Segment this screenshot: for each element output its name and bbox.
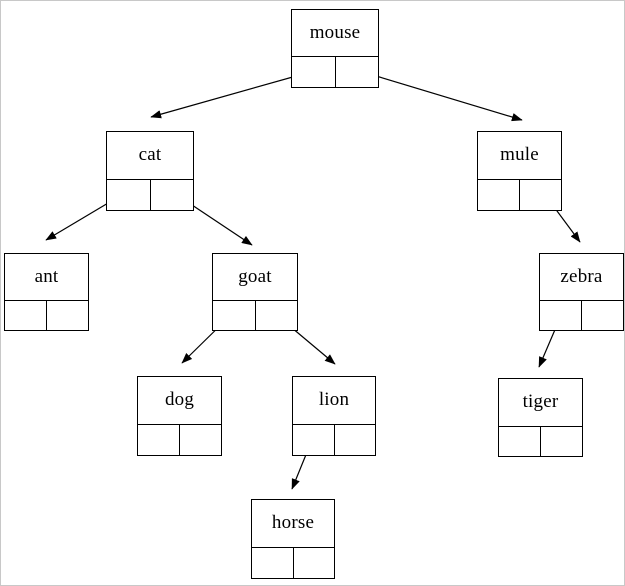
right-pointer-cell-cat[interactable] xyxy=(150,180,193,210)
left-pointer-cell-zebra[interactable] xyxy=(540,301,582,330)
node-pointers-cat xyxy=(107,180,193,210)
node-label-mule: mule xyxy=(478,132,561,180)
tree-node-zebra[interactable]: zebra xyxy=(539,253,624,331)
tree-node-cat[interactable]: cat xyxy=(106,131,194,211)
node-pointers-horse xyxy=(252,548,334,578)
node-label-zebra: zebra xyxy=(540,254,623,301)
right-pointer-cell-horse[interactable] xyxy=(293,548,334,578)
right-pointer-cell-tiger[interactable] xyxy=(541,427,582,456)
right-pointer-cell-mule[interactable] xyxy=(520,180,561,210)
node-pointers-mule xyxy=(478,180,561,210)
left-pointer-cell-ant[interactable] xyxy=(5,301,47,330)
node-pointers-tiger xyxy=(499,427,582,456)
right-pointer-cell-mouse[interactable] xyxy=(335,57,378,87)
left-pointer-cell-tiger[interactable] xyxy=(499,427,541,456)
tree-node-lion[interactable]: lion xyxy=(292,376,376,456)
node-pointers-dog xyxy=(138,425,221,455)
node-label-tiger: tiger xyxy=(499,379,582,427)
node-label-lion: lion xyxy=(293,377,375,425)
right-pointer-cell-lion[interactable] xyxy=(334,425,375,455)
left-pointer-cell-dog[interactable] xyxy=(138,425,180,455)
right-pointer-cell-zebra[interactable] xyxy=(582,301,623,330)
node-pointers-lion xyxy=(293,425,375,455)
left-pointer-cell-horse[interactable] xyxy=(252,548,294,578)
left-pointer-cell-lion[interactable] xyxy=(293,425,335,455)
node-label-dog: dog xyxy=(138,377,221,425)
tree-node-goat[interactable]: goat xyxy=(212,253,298,331)
right-pointer-cell-dog[interactable] xyxy=(180,425,221,455)
tree-edge-mouse-left-cat xyxy=(150,70,315,119)
tree-node-dog[interactable]: dog xyxy=(137,376,222,456)
right-pointer-cell-ant[interactable] xyxy=(47,301,88,330)
node-label-goat: goat xyxy=(213,254,297,301)
tree-node-mule[interactable]: mule xyxy=(477,131,562,211)
left-pointer-cell-cat[interactable] xyxy=(107,180,151,210)
tree-node-tiger[interactable]: tiger xyxy=(498,378,583,457)
tree-node-ant[interactable]: ant xyxy=(4,253,89,331)
tree-node-horse[interactable]: horse xyxy=(251,499,335,579)
node-pointers-zebra xyxy=(540,301,623,330)
right-pointer-cell-goat[interactable] xyxy=(255,301,297,330)
node-pointers-ant xyxy=(5,301,88,330)
tree-node-mouse[interactable]: mouse xyxy=(291,9,379,88)
left-pointer-cell-mule[interactable] xyxy=(478,180,520,210)
left-pointer-cell-goat[interactable] xyxy=(213,301,256,330)
node-pointers-goat xyxy=(213,301,297,330)
node-label-ant: ant xyxy=(5,254,88,301)
left-pointer-cell-mouse[interactable] xyxy=(292,57,336,87)
node-label-cat: cat xyxy=(107,132,193,180)
node-label-horse: horse xyxy=(252,500,334,548)
node-pointers-mouse xyxy=(292,57,378,87)
node-label-mouse: mouse xyxy=(292,10,378,57)
